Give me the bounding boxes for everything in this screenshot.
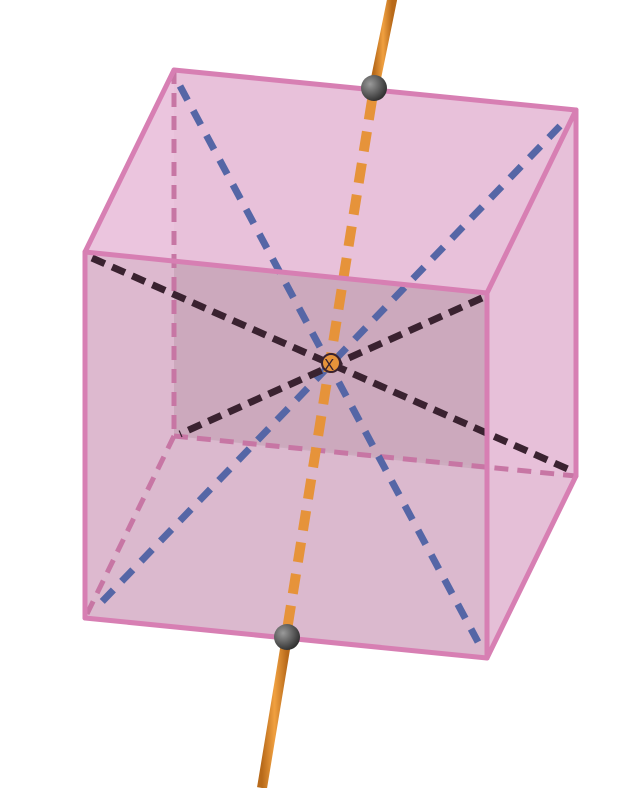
center-point-label: X	[324, 356, 334, 374]
axis-point-top[interactable]	[361, 75, 387, 101]
axis-point-bottom[interactable]	[274, 624, 300, 650]
rotation-axis-top	[369, 0, 397, 93]
cube-hidden-edges	[82, 70, 577, 620]
rotation-axis-bottom	[257, 636, 292, 788]
edge-front-top	[82, 249, 490, 296]
edge-bottom-right	[484, 473, 579, 661]
hidden-edge-bottom-left	[82, 434, 177, 620]
center-point[interactable]	[321, 353, 341, 373]
edge-top-right	[484, 107, 579, 296]
cube-faces	[85, 70, 576, 658]
edge-top-left	[82, 67, 177, 255]
cube-front-face	[85, 252, 487, 658]
